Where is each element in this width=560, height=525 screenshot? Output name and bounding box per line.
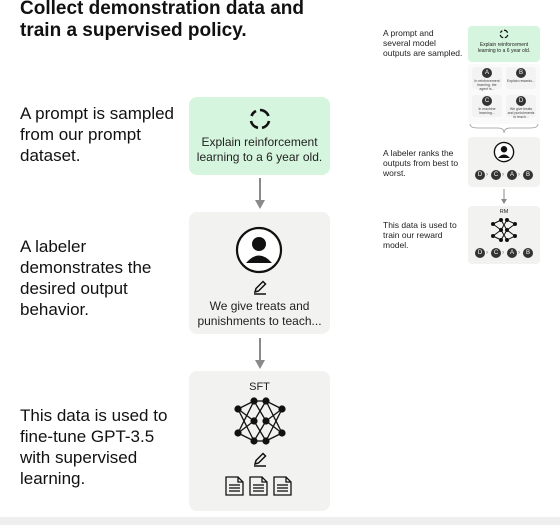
rank-badge: A xyxy=(507,170,517,180)
pencil-icon xyxy=(253,452,267,467)
rank-separator: › xyxy=(486,172,488,178)
rank-badge: C xyxy=(491,170,501,180)
rm-ranking-row-2: D › C › A › B xyxy=(475,248,535,258)
rank-badge: D xyxy=(475,248,485,258)
rank-badge: D xyxy=(475,170,485,180)
rm-output-text: In reinforcement learning, the agent is.… xyxy=(474,79,500,91)
cycle-icon xyxy=(249,108,271,130)
rank-separator: › xyxy=(486,250,488,256)
person-icon xyxy=(235,226,283,274)
cycle-icon xyxy=(499,29,509,39)
rm-step-2-text: A labeler ranks the outputs from best to… xyxy=(383,148,459,178)
rank-separator: › xyxy=(502,250,504,256)
rm-output-letter: A xyxy=(482,68,492,78)
rm-outputs-group: A In reinforcement learning, the agent i… xyxy=(468,64,540,124)
arrow-down-icon xyxy=(501,189,507,204)
step-3-text: This data is used to fine-tune GPT-3.5 w… xyxy=(20,406,168,488)
rank-badge: C xyxy=(491,248,501,258)
demonstration-text: We give treats and punishments to teach.… xyxy=(197,299,322,328)
rm-output-text: We give treats and punishments to teach.… xyxy=(507,107,535,119)
rm-output-c: C In machine learning... xyxy=(472,95,502,117)
step-2-text: A labeler demonstrates the desired outpu… xyxy=(20,237,152,319)
bottom-strip xyxy=(0,517,560,525)
step-1-text: A prompt is sampled from our prompt data… xyxy=(20,104,175,165)
sft-card: SFT xyxy=(189,371,330,511)
sft-label: SFT xyxy=(249,381,270,393)
rm-output-text: In machine learning... xyxy=(478,107,496,115)
neural-network-icon xyxy=(491,218,517,242)
rank-badge: B xyxy=(523,248,533,258)
rm-card: RM D › C › A › B xyxy=(468,206,540,264)
rank-separator: › xyxy=(518,250,520,256)
rm-label: RM xyxy=(499,209,509,215)
page-title: Collect demonstration data and train a s… xyxy=(20,0,304,41)
rm-ranking-row-1: D › C › A › B xyxy=(475,170,535,180)
rm-output-b: B Explain rewards... xyxy=(506,67,536,89)
documents-icon xyxy=(225,476,292,496)
pencil-icon xyxy=(253,280,267,295)
prompt-card: Explain reinforcement learning to a 6 ye… xyxy=(189,97,330,175)
person-icon xyxy=(493,141,515,163)
rm-prompt-card: Explain reinforcement learning to a 6 ye… xyxy=(468,26,540,62)
rm-output-d: D We give treats and punishments to teac… xyxy=(506,95,536,119)
rank-separator: › xyxy=(502,172,504,178)
rm-output-letter: B xyxy=(516,68,526,78)
rm-output-letter: C xyxy=(482,96,492,106)
arrow-down-icon xyxy=(255,178,265,209)
labeler-card: We give treats and punishments to teach.… xyxy=(189,212,330,334)
rank-separator: › xyxy=(518,172,520,178)
brace-connector xyxy=(469,123,539,134)
rank-badge: B xyxy=(523,170,533,180)
rm-step-3-text: This data is used to train our reward mo… xyxy=(383,220,457,250)
rm-ranking-card: D › C › A › B xyxy=(468,137,540,187)
rm-prompt-text: Explain reinforcement learning to a 6 ye… xyxy=(477,42,531,54)
arrow-down-icon xyxy=(255,338,265,369)
rm-step-1-text: A prompt and several model outputs are s… xyxy=(383,28,463,58)
prompt-text: Explain reinforcement learning to a 6 ye… xyxy=(196,135,323,164)
rm-output-letter: D xyxy=(516,96,526,106)
neural-network-icon xyxy=(234,397,286,445)
rm-output-a: A In reinforcement learning, the agent i… xyxy=(472,67,502,91)
rm-output-text: Explain rewards... xyxy=(507,79,535,83)
rank-badge: A xyxy=(507,248,517,258)
